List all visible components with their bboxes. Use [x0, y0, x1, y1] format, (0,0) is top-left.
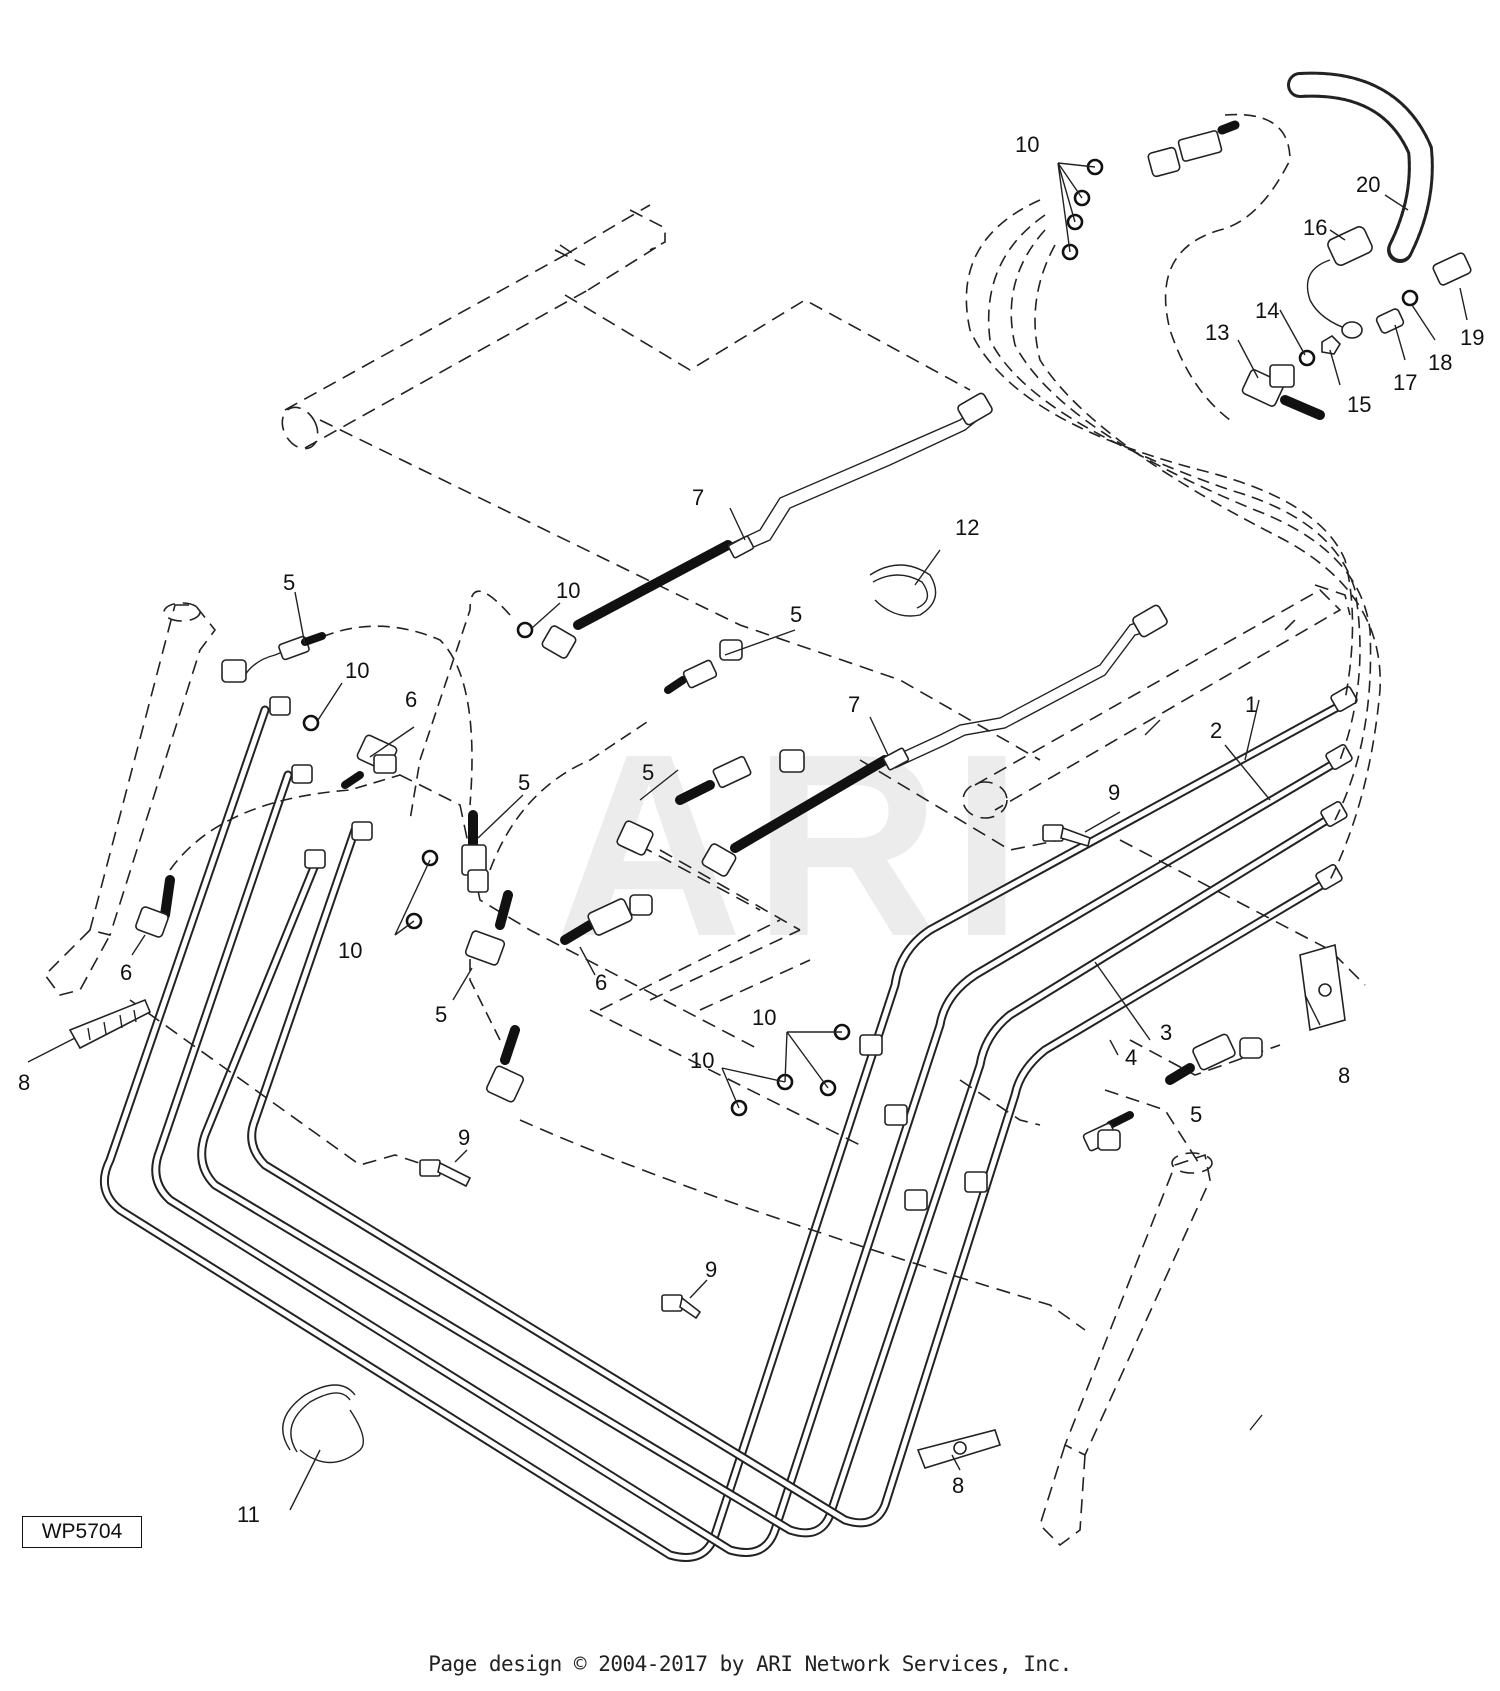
upper-right-parts — [1057, 71, 1472, 420]
callout-17: 17 — [1393, 370, 1417, 395]
callout-11: 11 — [237, 1502, 260, 1527]
bolts — [419, 824, 1091, 1320]
callout-15: 15 — [1347, 392, 1371, 417]
callout-16: 16 — [1303, 215, 1327, 240]
fittings — [135, 632, 1263, 1152]
steel-tubes — [99, 698, 1350, 1562]
tube-fittings — [269, 686, 1358, 1211]
callout-18: 18 — [1428, 350, 1452, 375]
callout-8a: 8 — [18, 1070, 30, 1095]
callout-13: 13 — [1205, 320, 1229, 345]
callout-8c: 8 — [952, 1473, 964, 1498]
callout-3: 3 — [1160, 1020, 1172, 1045]
callout-19: 19 — [1460, 325, 1484, 350]
callout-9a: 9 — [1108, 780, 1120, 805]
band-clamps — [282, 564, 937, 1464]
hoses — [541, 392, 1168, 877]
callout-10a: 10 — [1015, 132, 1039, 157]
callout-8b: 8 — [1338, 1063, 1350, 1088]
leader-lines — [27, 194, 1468, 1511]
callout-9b: 9 — [458, 1125, 470, 1150]
callout-6a: 6 — [405, 687, 417, 712]
callout-14: 14 — [1255, 298, 1279, 323]
callout-2: 2 — [1210, 718, 1222, 743]
callout-9c: 9 — [705, 1257, 717, 1282]
callout-5d: 5 — [642, 760, 654, 785]
callout-12: 12 — [955, 515, 979, 540]
footer-credit: Page design © 2004-2017 by ARI Network S… — [428, 1652, 1072, 1676]
callout-10d: 10 — [338, 938, 362, 963]
callout-6b: 6 — [120, 960, 132, 985]
callout-20: 20 — [1356, 172, 1380, 197]
callout-5c: 5 — [518, 770, 530, 795]
callout-10c: 10 — [345, 658, 369, 683]
callout-6c: 6 — [595, 970, 607, 995]
callout-5e: 5 — [435, 1002, 447, 1027]
callout-7a: 7 — [692, 485, 704, 510]
callout-7b: 7 — [848, 692, 860, 717]
callout-labels: 1 2 3 4 5 5 5 5 5 5 6 6 6 7 7 8 8 8 9 9 … — [18, 132, 1484, 1527]
callout-10e: 10 — [752, 1005, 776, 1030]
callout-1: 1 — [1245, 692, 1257, 717]
callout-5b: 5 — [790, 602, 802, 627]
diagram-id-label: WP5704 — [22, 1516, 142, 1548]
callout-4: 4 — [1125, 1045, 1137, 1070]
callout-5a: 5 — [283, 570, 295, 595]
return-hoses-dashed — [965, 113, 1381, 881]
callout-10f: 10 — [690, 1048, 714, 1073]
callout-10b: 10 — [556, 578, 580, 603]
hydraulic-cylinders — [43, 204, 1351, 1547]
callout-5f: 5 — [1190, 1102, 1202, 1127]
